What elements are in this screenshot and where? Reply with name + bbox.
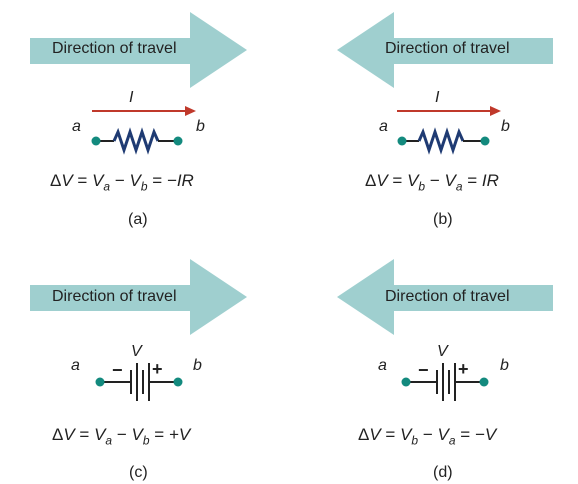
direction-arrow-right: [30, 12, 247, 88]
resistor-zigzag: [417, 127, 465, 155]
resistor-zigzag: [112, 127, 160, 155]
panel-c: Direction of travel V − + a b ΔV = Va − …: [0, 242, 289, 484]
caption: (b): [433, 211, 453, 228]
equation: ΔV = Vb − Va = −V: [358, 425, 497, 448]
direction-label: Direction of travel: [52, 40, 177, 57]
panel-b: Direction of travel I a b ΔV = Vb − Va =…: [289, 0, 578, 242]
equation: ΔV = Va − Vb = −IR: [50, 171, 194, 194]
panel-a: Direction of travel I a b ΔV = Va − Vb =…: [0, 0, 289, 242]
caption: (d): [433, 464, 453, 481]
plus-sign: +: [458, 359, 469, 379]
direction-arrow-right: [30, 259, 247, 335]
terminal-a-dot: [401, 377, 411, 387]
battery-circuit: [95, 363, 183, 401]
plus-sign: +: [152, 359, 163, 379]
terminal-b-dot: [480, 136, 490, 146]
direction-arrow-left: [337, 12, 553, 88]
resistor-circuit: [91, 106, 196, 155]
current-arrowhead: [490, 106, 501, 116]
current-arrowhead: [185, 106, 196, 116]
terminal-b-dot: [479, 377, 489, 387]
direction-label: Direction of travel: [52, 288, 177, 305]
caption: (a): [128, 211, 148, 228]
current-label: I: [435, 89, 440, 106]
direction-arrow-left: [337, 259, 553, 335]
terminal-a-dot: [91, 136, 101, 146]
terminal-a-dot: [397, 136, 407, 146]
direction-label: Direction of travel: [385, 40, 510, 57]
equation: ΔV = Va − Vb = +V: [52, 425, 191, 448]
terminal-b-label: b: [501, 118, 510, 135]
direction-label: Direction of travel: [385, 288, 510, 305]
terminal-a-dot: [95, 377, 105, 387]
terminal-a-label: a: [71, 357, 80, 374]
terminal-a-label: a: [379, 118, 388, 135]
emf-label: V: [131, 343, 142, 360]
terminal-b-label: b: [196, 118, 205, 135]
minus-sign: −: [112, 360, 123, 380]
equation: ΔV = Vb − Va = IR: [365, 171, 499, 194]
panel-d: Direction of travel V − + a b ΔV = Vb − …: [289, 242, 578, 484]
emf-label: V: [437, 343, 448, 360]
current-label: I: [129, 89, 134, 106]
battery-circuit: [401, 363, 489, 401]
caption: (c): [129, 464, 148, 481]
terminal-b-dot: [173, 377, 183, 387]
minus-sign: −: [418, 360, 429, 380]
terminal-b-dot: [173, 136, 183, 146]
terminal-b-label: b: [193, 357, 202, 374]
terminal-a-label: a: [378, 357, 387, 374]
resistor-circuit: [397, 106, 501, 155]
terminal-a-label: a: [72, 118, 81, 135]
terminal-b-label: b: [500, 357, 509, 374]
